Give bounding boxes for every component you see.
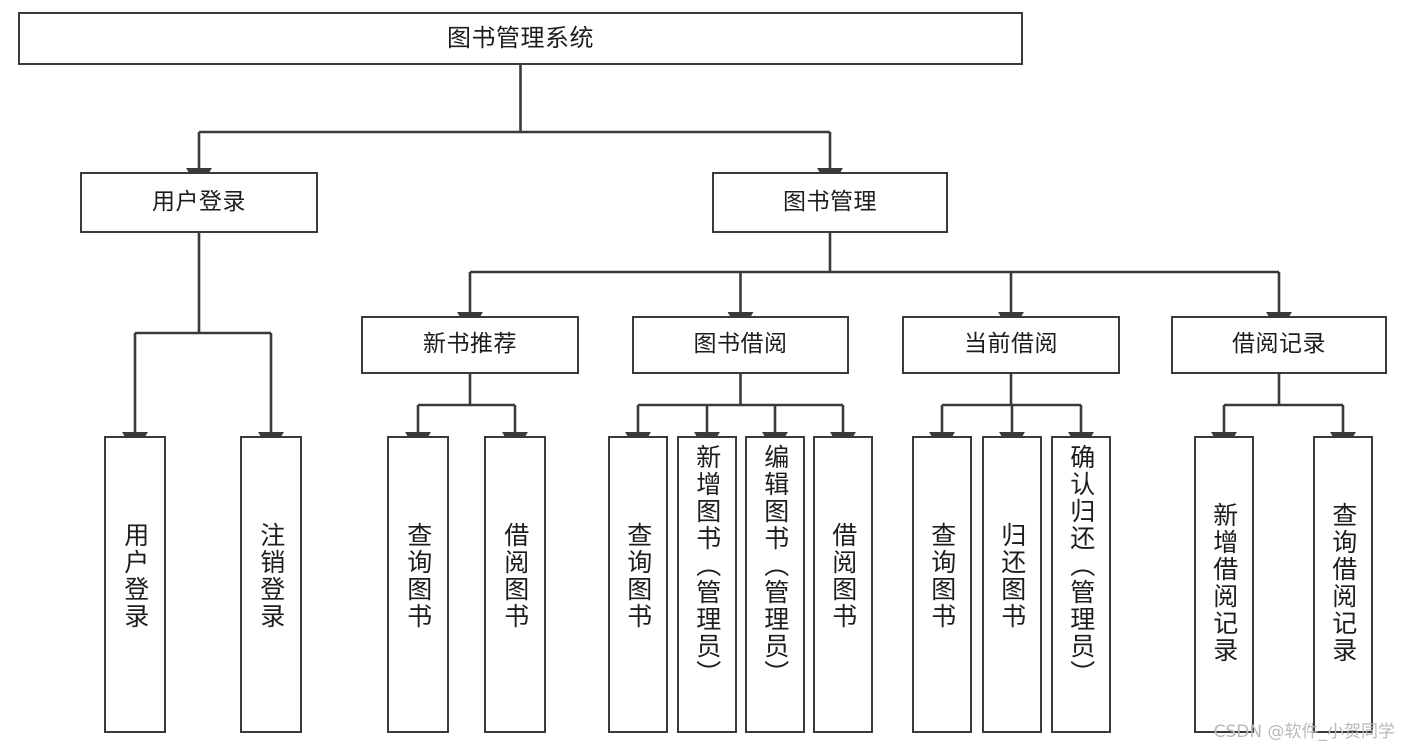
node-label-leaf-brw-add: 新增图书（管理员） bbox=[692, 444, 722, 687]
node-label-leaf-cur-confirm: 确认归还（管理员） bbox=[1066, 444, 1096, 687]
node-leaf-cur-query[interactable]: 查询图书 bbox=[912, 436, 972, 733]
node-label-user-login: 用户登录 bbox=[152, 188, 246, 215]
node-leaf-cur-return[interactable]: 归还图书 bbox=[982, 436, 1042, 733]
csdn-watermark: CSDN @软件_小贺同学 bbox=[1213, 722, 1395, 742]
node-leaf-user-logout[interactable]: 注销登录 bbox=[240, 436, 302, 733]
node-new-book-rec[interactable]: 新书推荐 bbox=[361, 316, 579, 374]
node-label-leaf-cur-query: 查询图书 bbox=[927, 522, 957, 630]
node-label-leaf-brw-query: 查询图书 bbox=[623, 522, 653, 630]
node-label-leaf-rcd-add: 新增借阅记录 bbox=[1209, 502, 1239, 664]
node-label-leaf-rcd-query: 查询借阅记录 bbox=[1328, 502, 1358, 664]
node-label-leaf-cur-return: 归还图书 bbox=[997, 522, 1027, 630]
node-leaf-brw-borrow[interactable]: 借阅图书 bbox=[813, 436, 873, 733]
node-leaf-brw-add[interactable]: 新增图书（管理员） bbox=[677, 436, 737, 733]
node-current-borrow[interactable]: 当前借阅 bbox=[902, 316, 1120, 374]
node-label-leaf-rec-borrow: 借阅图书 bbox=[500, 522, 530, 630]
node-leaf-rcd-add[interactable]: 新增借阅记录 bbox=[1194, 436, 1254, 733]
node-leaf-rec-borrow[interactable]: 借阅图书 bbox=[484, 436, 546, 733]
node-root[interactable]: 图书管理系统 bbox=[18, 12, 1023, 65]
node-book-manage[interactable]: 图书管理 bbox=[712, 172, 948, 233]
node-leaf-rcd-query[interactable]: 查询借阅记录 bbox=[1313, 436, 1373, 733]
node-label-root: 图书管理系统 bbox=[447, 24, 594, 53]
node-book-borrow[interactable]: 图书借阅 bbox=[632, 316, 849, 374]
node-leaf-cur-confirm[interactable]: 确认归还（管理员） bbox=[1051, 436, 1111, 733]
node-label-leaf-brw-borrow: 借阅图书 bbox=[828, 522, 858, 630]
node-leaf-rec-query[interactable]: 查询图书 bbox=[387, 436, 449, 733]
node-leaf-brw-edit[interactable]: 编辑图书（管理员） bbox=[745, 436, 805, 733]
node-leaf-user-login[interactable]: 用户登录 bbox=[104, 436, 166, 733]
node-label-current-borrow: 当前借阅 bbox=[964, 331, 1058, 358]
node-leaf-brw-query[interactable]: 查询图书 bbox=[608, 436, 668, 733]
node-borrow-record[interactable]: 借阅记录 bbox=[1171, 316, 1387, 374]
node-label-new-book-rec: 新书推荐 bbox=[423, 331, 517, 358]
node-label-leaf-user-login: 用户登录 bbox=[120, 522, 150, 630]
node-label-book-borrow: 图书借阅 bbox=[693, 331, 788, 358]
node-label-leaf-rec-query: 查询图书 bbox=[403, 522, 433, 630]
node-label-leaf-brw-edit: 编辑图书（管理员） bbox=[760, 444, 790, 687]
node-label-book-manage: 图书管理 bbox=[783, 188, 877, 215]
node-label-borrow-record: 借阅记录 bbox=[1232, 331, 1326, 358]
node-label-leaf-user-logout: 注销登录 bbox=[256, 522, 286, 630]
node-user-login[interactable]: 用户登录 bbox=[80, 172, 318, 233]
